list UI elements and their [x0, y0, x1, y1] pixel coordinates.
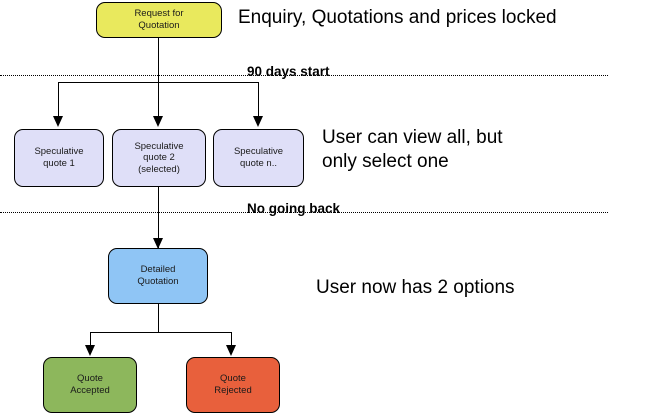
connector-to-spec1 — [58, 82, 59, 117]
connector-spec2-stem — [158, 187, 159, 248]
connector-detailed-stem — [158, 304, 159, 332]
arrowhead-to-quote-accepted — [85, 345, 95, 356]
node-detailed-quotation[interactable]: Detailed Quotation — [108, 248, 208, 304]
connector-to-rejected — [231, 332, 232, 346]
phase-separator-90-days — [0, 75, 608, 76]
connector-to-spec3 — [258, 82, 259, 117]
connector-to-spec2 — [158, 82, 159, 117]
annotation-two-options: User now has 2 options — [316, 277, 515, 298]
node-quote-accepted[interactable]: Quote Accepted — [43, 357, 137, 413]
connector-rfq-stem — [158, 38, 159, 82]
arrowhead-to-detailed-quotation — [153, 238, 163, 249]
arrowhead-to-spec1 — [53, 116, 63, 127]
phase-label-no-going-back: No going back — [247, 201, 341, 216]
arrowhead-to-spec2 — [153, 116, 163, 127]
arrowhead-to-quote-rejected — [226, 345, 236, 356]
connector-to-accepted — [90, 332, 91, 346]
annotation-view-all-select-one: User can view all, but only select one — [322, 127, 503, 173]
phase-label-90-days-start: 90 days start — [247, 64, 330, 79]
node-request-for-quotation[interactable]: Request for Quotation — [96, 2, 222, 38]
node-speculative-quote-1[interactable]: Speculative quote 1 — [14, 129, 104, 187]
node-speculative-quote-2-selected[interactable]: Speculative quote 2 (selected) — [112, 129, 206, 187]
node-speculative-quote-n[interactable]: Speculative quote n.. — [213, 129, 304, 187]
connector-fanout-bar-bottom — [90, 332, 232, 333]
node-quote-rejected[interactable]: Quote Rejected — [186, 357, 280, 413]
arrowhead-to-spec3 — [253, 116, 263, 127]
phase-separator-no-going-back — [0, 212, 608, 213]
annotation-enquiry-locked: Enquiry, Quotations and prices locked — [238, 7, 557, 28]
